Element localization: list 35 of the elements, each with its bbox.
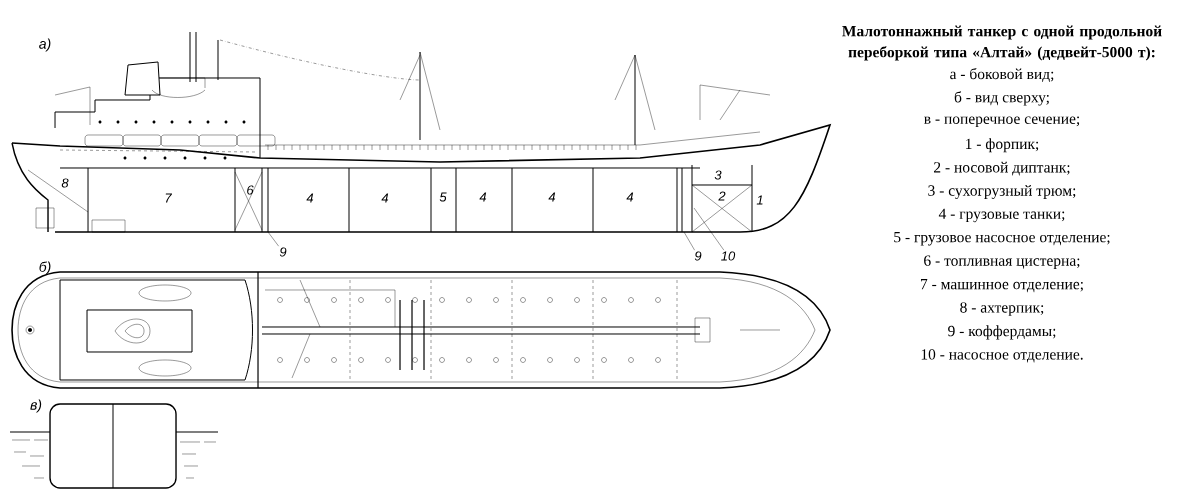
compartment-number: 4 <box>626 192 634 202</box>
key-entry: 10 - насосное отделение. <box>921 349 1083 363</box>
panel-letter: а) <box>39 38 51 52</box>
key-entry: 4 - грузовые танки; <box>938 208 1065 223</box>
compartment-number: 5 <box>439 192 447 202</box>
callout-number: 9 <box>694 251 702 261</box>
panel-letter: б) <box>39 261 51 275</box>
key-entry: 5 - грузовое насосное отделение; <box>894 232 1110 246</box>
key-entry: 2 - носовой диптанк; <box>934 161 1070 176</box>
key-entry: 9 - коффердамы; <box>948 325 1056 340</box>
key-entry: б - вид сверху; <box>954 91 1049 106</box>
compartment-number: 4 <box>479 192 487 202</box>
key-entry: 1 - форпик; <box>966 138 1039 153</box>
compartment-number: 4 <box>548 192 556 202</box>
key-entry: 8 - ахтерпик; <box>960 302 1044 316</box>
compartment-number: 3 <box>714 170 722 180</box>
panel-letter: в) <box>30 399 42 413</box>
compartment-number: 4 <box>381 193 389 203</box>
leader-line <box>267 231 279 247</box>
key-entry: 7 - машинное отделение; <box>921 279 1083 293</box>
leader-line <box>693 207 725 251</box>
compartment-number: 7 <box>165 193 173 203</box>
callout-number: 9 <box>279 247 287 257</box>
compartment-number: 2 <box>718 191 726 201</box>
title: Малотоннажный танкер с одной продольной переборкой типа «Алтай» (дедвейт-5000 т): <box>842 25 1162 61</box>
key-entry: а - боковой вид; <box>950 67 1054 83</box>
compartment-number: 1 <box>756 195 763 205</box>
compartment-number: 4 <box>306 193 314 203</box>
compartment-number: 8 <box>61 178 69 188</box>
key-entry: 6 - топливная цистерна; <box>924 255 1080 269</box>
key-entry: 3 - сухогрузный трюм; <box>928 185 1076 199</box>
key-entry: в - поперечное сечение; <box>924 116 1080 128</box>
compartment-number: 6 <box>247 185 254 195</box>
leader-line <box>683 231 695 251</box>
callout-number: 10 <box>721 251 736 261</box>
